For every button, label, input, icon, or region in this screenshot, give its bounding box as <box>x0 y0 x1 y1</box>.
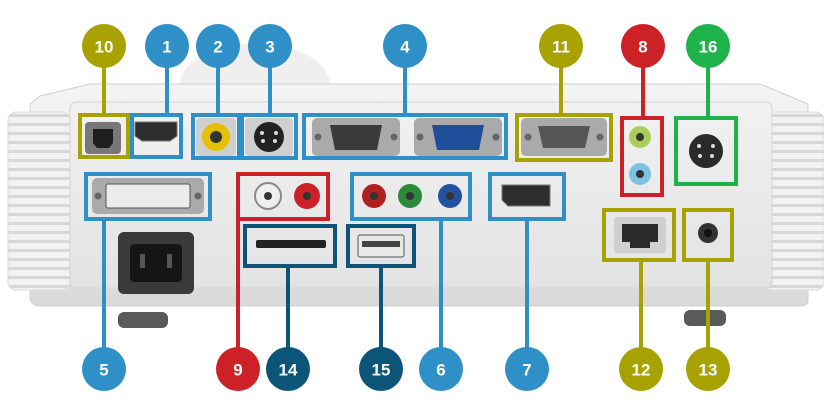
highlight-box-5 <box>84 172 212 221</box>
callout-circle-3 <box>248 24 292 68</box>
callout-number-8: 8 <box>638 38 647 57</box>
callout-badge-2: 2 <box>196 24 240 68</box>
callout-number-12: 12 <box>632 361 651 380</box>
usb-b-port <box>85 122 121 154</box>
callout-badge-12: 12 <box>619 347 663 391</box>
callout-circle-8 <box>621 24 665 68</box>
callout-badge-5: 5 <box>82 347 126 391</box>
hdmi-port <box>134 121 178 142</box>
ports <box>85 118 723 294</box>
highlight-box-1 <box>130 113 183 159</box>
callout-number-2: 2 <box>213 38 222 57</box>
callout-badge-1: 1 <box>145 24 189 68</box>
mini-din-port <box>689 134 723 168</box>
highlight-box-9 <box>236 172 330 221</box>
right-vent <box>763 111 824 291</box>
vga-port-1 <box>312 118 400 156</box>
callout-badge-3: 3 <box>248 24 292 68</box>
callout-number-10: 10 <box>95 38 114 57</box>
callout-number-6: 6 <box>436 361 445 380</box>
callout-badge-7: 7 <box>505 347 549 391</box>
callout-number-1: 1 <box>162 38 171 57</box>
callout-number-15: 15 <box>372 361 391 380</box>
callout-circle-2 <box>196 24 240 68</box>
callout-circle-9 <box>216 347 260 391</box>
callout-circle-6 <box>419 347 463 391</box>
callout-number-4: 4 <box>400 38 410 57</box>
callout-number-3: 3 <box>265 38 274 57</box>
callout-number-5: 5 <box>99 361 108 380</box>
highlight-box-11 <box>515 113 613 162</box>
callout-badge-11: 11 <box>539 24 583 68</box>
callout-badge-4: 4 <box>383 24 427 68</box>
composite-video-jack <box>196 118 236 156</box>
callout-number-13: 13 <box>699 361 718 380</box>
callout-badge-13: 13 <box>686 347 730 391</box>
callout-circle-16 <box>686 24 730 68</box>
callout-number-7: 7 <box>522 361 531 380</box>
callout-badge-9: 9 <box>216 347 260 391</box>
highlight-box-6 <box>350 172 472 221</box>
callout-circle-4 <box>383 24 427 68</box>
callout-circle-5 <box>82 347 126 391</box>
rj45-port <box>614 217 666 253</box>
callout-badge-16: 16 <box>686 24 730 68</box>
leader-lines <box>102 64 710 351</box>
callout-circle-10 <box>82 24 126 68</box>
callout-number-9: 9 <box>233 361 242 380</box>
audio-out-jack <box>698 223 718 243</box>
callout-circle-12 <box>619 347 663 391</box>
callout-circle-14 <box>266 347 310 391</box>
callout-badge-15: 15 <box>359 347 403 391</box>
left-vent <box>7 111 71 291</box>
callout-number-16: 16 <box>699 38 718 57</box>
s-video-port <box>245 118 293 156</box>
dvi-port <box>92 178 204 214</box>
callout-badge-6: 6 <box>419 347 463 391</box>
left-foot <box>118 312 168 328</box>
rca-audio-jacks <box>254 182 320 210</box>
callout-circle-15 <box>359 347 403 391</box>
component-video-jacks <box>362 184 462 208</box>
callout-circle-1 <box>145 24 189 68</box>
usb-a-port <box>357 234 405 258</box>
callout-circle-11 <box>539 24 583 68</box>
callout-badge-8: 8 <box>621 24 665 68</box>
callout-circle-13 <box>686 347 730 391</box>
displayport <box>501 184 551 207</box>
vga-port-2 <box>414 118 502 156</box>
callout-number-14: 14 <box>279 361 298 380</box>
rs232-port <box>521 118 607 156</box>
right-foot <box>684 310 726 326</box>
callout-number-11: 11 <box>552 38 570 57</box>
callout-circle-7 <box>505 347 549 391</box>
sd-card-slot <box>256 240 326 248</box>
callout-badge-10: 10 <box>82 24 126 68</box>
audio-jacks <box>629 126 651 185</box>
power-inlet <box>118 232 194 294</box>
callout-badge-14: 14 <box>266 347 310 391</box>
